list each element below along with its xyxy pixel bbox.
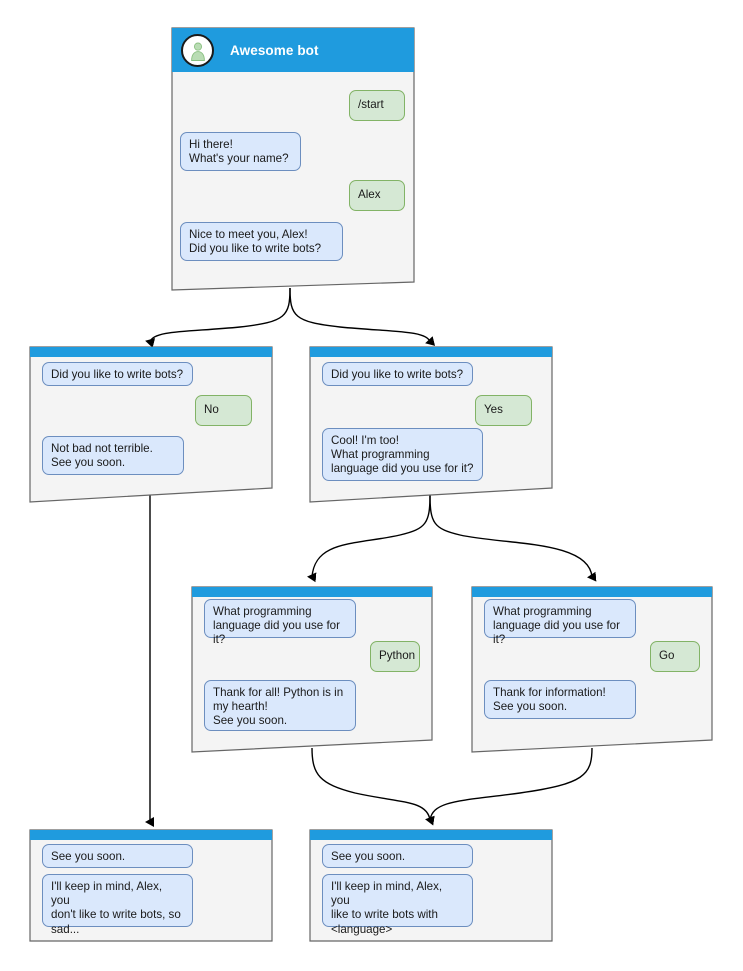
user-message-bubble: Yes <box>475 395 532 426</box>
avatar <box>181 34 214 67</box>
bot-message-bubble: Did you like to write bots? <box>42 362 193 386</box>
bot-message-bubble: Did you like to write bots? <box>322 362 473 386</box>
bot-message-bubble: I'll keep in mind, Alex, you don't like … <box>42 874 193 936</box>
flow-node-python-branch[interactable]: What programming language did you use fo… <box>191 586 433 753</box>
edge-yes-to-python <box>307 494 431 583</box>
edge-root-to-no <box>145 287 291 348</box>
edge-python-to-end-happy <box>311 747 431 821</box>
edge-go-to-end-happy <box>425 747 593 826</box>
flow-node-go-branch[interactable]: What programming language did you use fo… <box>471 586 713 753</box>
node-body: Did you like to write bots? No Not bad n… <box>30 347 272 502</box>
bot-message-bubble: What programming language did you use fo… <box>204 599 356 646</box>
flow-node-root[interactable]: Awesome bot /start Hi there! What's your… <box>168 27 415 291</box>
bot-message-bubble: Nice to meet you, Alex! Did you like to … <box>180 222 343 261</box>
flow-node-end-happy[interactable]: See you soon. I'll keep in mind, Alex, y… <box>309 829 553 942</box>
node-body: What programming language did you use fo… <box>192 587 432 752</box>
bot-message-bubble: Not bad not terrible. See you soon. <box>42 436 184 475</box>
node-body: Awesome bot /start Hi there! What's your… <box>168 28 414 290</box>
bot-message-bubble: What programming language did you use fo… <box>484 599 636 646</box>
node-body: What programming language did you use fo… <box>472 587 712 752</box>
node-body: Did you like to write bots? Yes Cool! I'… <box>310 347 552 502</box>
bot-message-bubble: Thank for all! Python is in my hearth! S… <box>204 680 356 731</box>
bot-title: Awesome bot <box>230 42 319 58</box>
user-message-bubble: Go <box>650 641 700 672</box>
node-titlebar: Awesome bot <box>172 28 414 72</box>
bot-message-bubble: Hi there! What's your name? <box>180 132 301 171</box>
edge-root-to-yes <box>289 287 436 346</box>
bot-message-bubble: Thank for information! See you soon. <box>484 680 636 719</box>
flow-node-end-sad[interactable]: See you soon. I'll keep in mind, Alex, y… <box>29 829 273 942</box>
user-message-bubble: /start <box>349 90 405 121</box>
bot-message-bubble: Cool! I'm too! What programming language… <box>322 428 483 481</box>
user-message-bubble: Python <box>370 641 420 672</box>
node-body: See you soon. I'll keep in mind, Alex, y… <box>30 830 272 941</box>
user-message-bubble: No <box>195 395 252 426</box>
bot-message-bubble: See you soon. <box>322 844 473 868</box>
person-icon <box>190 42 205 61</box>
flow-node-yes-branch[interactable]: Did you like to write bots? Yes Cool! I'… <box>309 346 553 503</box>
bot-message-bubble: I'll keep in mind, Alex, you like to wri… <box>322 874 473 936</box>
flow-node-no-branch[interactable]: Did you like to write bots? No Not bad n… <box>29 346 273 503</box>
edge-yes-to-go <box>429 494 597 582</box>
user-message-bubble: Alex <box>349 180 405 211</box>
node-body: See you soon. I'll keep in mind, Alex, y… <box>310 830 552 941</box>
bot-message-bubble: See you soon. <box>42 844 193 868</box>
